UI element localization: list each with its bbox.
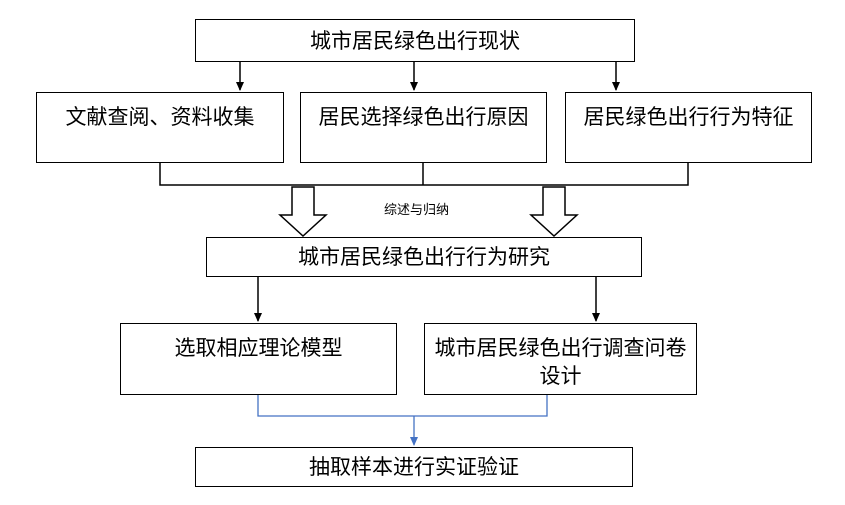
summary-note: 综述与归纳 — [384, 203, 450, 218]
title-label: 城市居民绿色出行现状 — [310, 28, 520, 53]
title-box: 城市居民绿色出行现状 — [195, 19, 635, 62]
branch-box-features: 居民绿色出行行为特征 — [565, 92, 812, 163]
method-merge-line — [257, 395, 548, 417]
method-box-model: 选取相应理论模型 — [120, 323, 397, 395]
branch-box-reasons: 居民选择绿色出行原因 — [300, 92, 547, 163]
branch-merge-line — [159, 163, 689, 186]
method-label-model: 选取相应理论模型 — [174, 336, 343, 360]
verification-label: 抽取样本进行实证验证 — [309, 455, 519, 479]
method-box-survey: 城市居民绿色出行调查问卷设计 — [424, 323, 697, 395]
branch-label-reasons: 居民选择绿色出行原因 — [318, 105, 529, 129]
method-label-survey: 城市居民绿色出行调查问卷设计 — [434, 336, 687, 388]
branch-label-literature: 文献查阅、资料收集 — [65, 105, 255, 129]
hollow-arrow-left — [278, 186, 328, 238]
research-box: 城市居民绿色出行行为研究 — [206, 237, 642, 277]
branch-label-features: 居民绿色出行行为特征 — [583, 105, 794, 129]
branch-box-literature: 文献查阅、资料收集 — [36, 92, 284, 163]
research-label: 城市居民绿色出行行为研究 — [298, 245, 550, 269]
hollow-arrow-right — [529, 186, 579, 238]
verification-box: 抽取样本进行实证验证 — [195, 447, 633, 487]
